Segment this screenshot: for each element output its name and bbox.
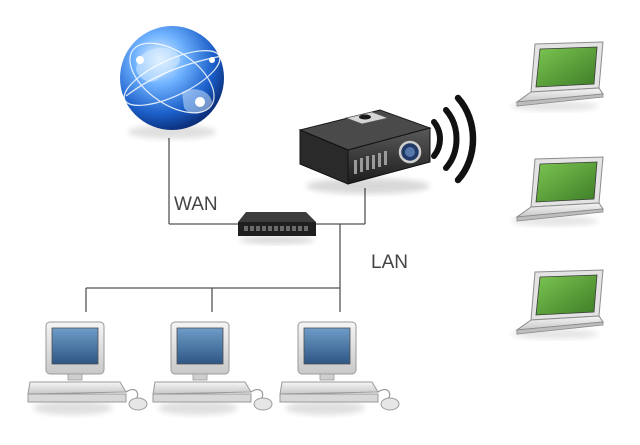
connection-lines: [85, 138, 366, 312]
wan-label: WAN: [174, 194, 218, 215]
desktop-3: [280, 322, 399, 415]
laptop-2: [511, 157, 603, 226]
desktop-2: [153, 322, 272, 415]
desktop-1: [28, 322, 147, 415]
network-switch-icon: [238, 212, 316, 244]
globe-icon: [120, 26, 224, 139]
wifi-waves-icon: [431, 94, 477, 184]
lan-label: LAN: [371, 252, 408, 273]
projector-icon: [298, 109, 432, 194]
laptop-3: [511, 270, 603, 339]
laptop-1: [511, 42, 603, 111]
